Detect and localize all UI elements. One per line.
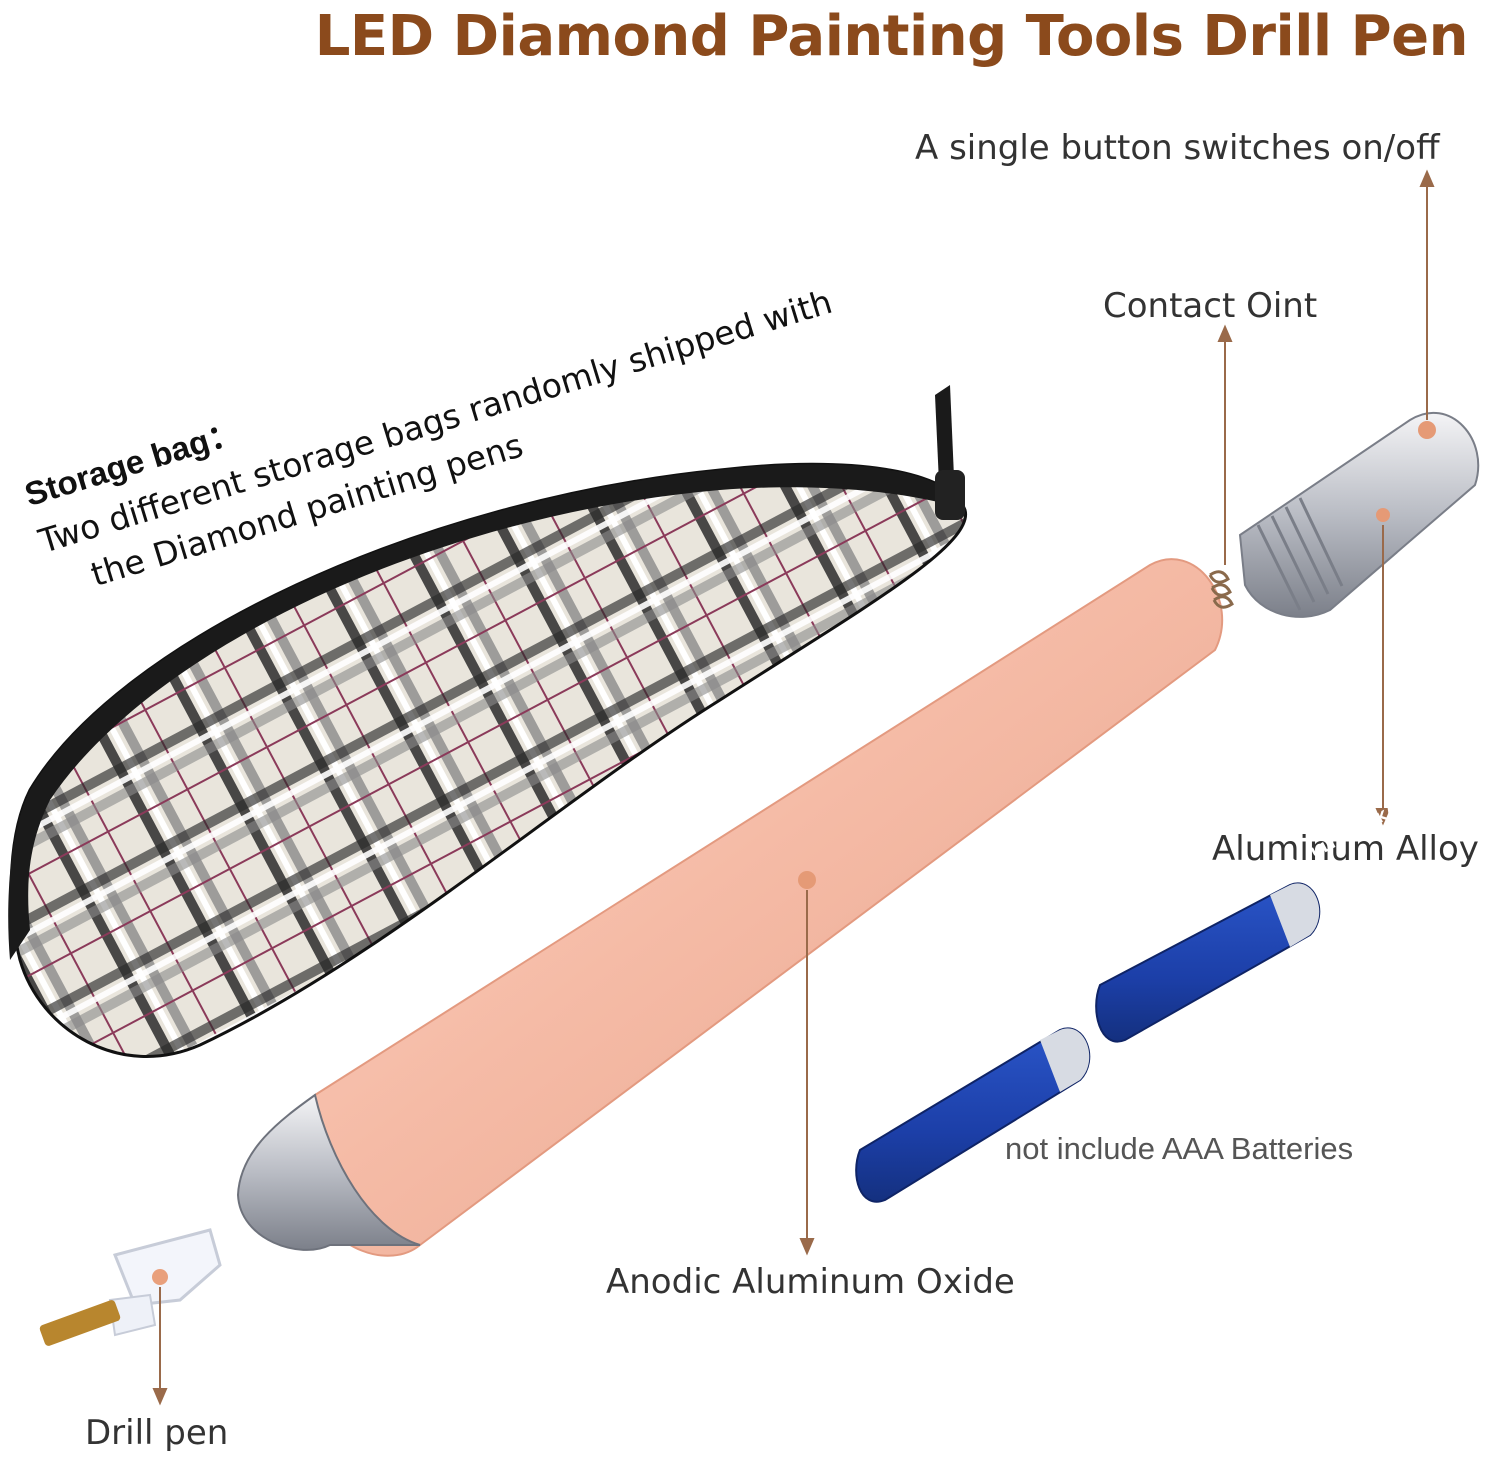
drill-pen-tip-image (39, 1228, 222, 1346)
label-alloy: Aluminum Alloy (1212, 829, 1479, 869)
battery-image-1 (855, 1027, 1091, 1203)
leader-lines (152, 169, 1435, 1406)
pen-body-image (236, 558, 1224, 1257)
page-title: LED Diamond Painting Tools Drill Pen (314, 4, 1469, 69)
label-oxide: Anodic Aluminum Oxide (606, 1262, 1015, 1302)
label-contact: Contact Oint (1103, 286, 1318, 326)
storage-bag-image (8, 385, 968, 1058)
label-drill-pen: Drill pen (85, 1413, 229, 1453)
spring-image (1208, 570, 1234, 609)
label-batteries-note: not include AAA Batteries (1005, 1131, 1354, 1166)
battery-image-2 (1095, 882, 1321, 1043)
label-switch: A single button switches on/off (915, 128, 1440, 168)
end-cap-image (1238, 412, 1480, 618)
